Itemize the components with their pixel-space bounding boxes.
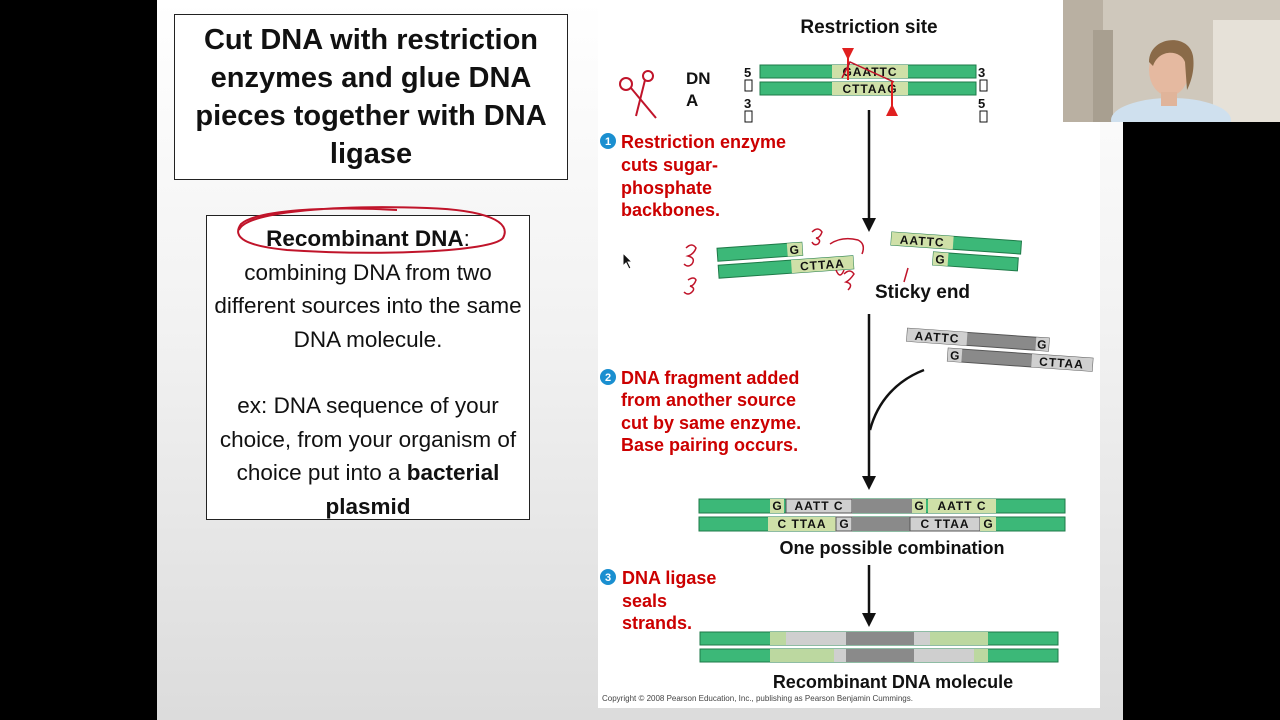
svg-text:AATTC: AATTC xyxy=(899,233,945,250)
webcam-overlay xyxy=(1063,0,1280,122)
slide-title-text: Cut DNA with restriction enzymes and glu… xyxy=(195,24,547,170)
svg-text:CTTAA: CTTAA xyxy=(1039,355,1085,372)
handwritten-annotations xyxy=(683,228,909,295)
step1-number: 1 xyxy=(605,136,611,148)
presenter-video xyxy=(1063,0,1280,122)
dna-label-line2: A xyxy=(686,91,698,110)
step1-badge xyxy=(600,133,616,149)
strand-end-5-left: 5 xyxy=(744,65,751,80)
svg-text:AATTC: AATTC xyxy=(914,329,960,346)
combination-label: One possible combination xyxy=(779,538,1004,558)
svg-text:G: G xyxy=(914,499,923,513)
example-text-main: ex: DNA sequence of your choice, from yo… xyxy=(219,393,517,485)
svg-text:G: G xyxy=(950,348,960,363)
annotation-ellipse xyxy=(237,206,506,254)
combination-strands: G AATT C G AATT C C TTAA G C TTAA G xyxy=(698,498,1066,532)
step3-badge xyxy=(600,569,616,585)
step2-text: DNA fragment added from another source c… xyxy=(621,368,806,455)
restriction-site-label: Restriction site xyxy=(800,17,937,38)
recombinant-dna-figure: Restriction site DN A 5 3 3 5 xyxy=(598,0,1100,708)
step3-number: 3 xyxy=(605,572,611,584)
final-label: Recombinant DNA molecule xyxy=(773,672,1013,692)
step2-number: 2 xyxy=(605,372,611,384)
svg-text:G: G xyxy=(983,517,992,531)
strand-end-5-right: 5 xyxy=(978,96,985,111)
svg-text:G: G xyxy=(772,499,781,513)
strand-end-3-left: 3 xyxy=(744,96,751,111)
right-fragment: AATTC G xyxy=(890,231,1023,272)
svg-text:CTTAA: CTTAA xyxy=(800,256,846,273)
copyright-text: Copyright © 2008 Pearson Education, Inc.… xyxy=(602,694,913,703)
step3-text: DNA ligase seals strands. xyxy=(622,568,721,633)
definition-term: Recombinant DNA xyxy=(266,226,464,251)
svg-text:G: G xyxy=(789,243,799,258)
svg-text:G: G xyxy=(935,252,945,267)
svg-text:G: G xyxy=(839,517,848,531)
example-text: ex: DNA sequence of your choice, from yo… xyxy=(207,389,529,523)
strand-end-3-right: 3 xyxy=(978,65,985,80)
svg-text:AATT C: AATT C xyxy=(937,499,986,513)
recombinant-molecule xyxy=(699,631,1059,663)
svg-text:G: G xyxy=(1037,337,1047,352)
svg-text:AATT C: AATT C xyxy=(794,499,843,513)
slide: Cut DNA with restriction enzymes and glu… xyxy=(157,0,1123,720)
top-sequence: GAATTC xyxy=(842,65,897,79)
scissors-icon xyxy=(619,70,657,119)
sticky-end-label: Sticky end xyxy=(875,282,970,303)
dna-label-line1: DN xyxy=(686,69,711,88)
definition-colon: : xyxy=(463,226,470,251)
left-fragment: G CTTAA xyxy=(716,241,855,279)
figure-diagram: Restriction site DN A 5 3 3 5 xyxy=(600,17,1094,703)
mouse-cursor-icon xyxy=(622,252,634,270)
bottom-sequence: CTTAAG xyxy=(842,82,897,96)
svg-text:C TTAA: C TTAA xyxy=(777,517,826,531)
svg-text:C TTAA: C TTAA xyxy=(920,517,969,531)
definition-box: Recombinant DNA: combining DNA from two … xyxy=(206,215,530,520)
definition-text: combining DNA from two different sources… xyxy=(214,259,522,352)
step2-badge xyxy=(600,369,616,385)
definition-heading: Recombinant DNA: xyxy=(207,222,529,256)
foreign-fragment: AATTC G G CTTAA xyxy=(906,327,1094,372)
example-bold: bacterial plasmid xyxy=(325,460,500,519)
slide-title: Cut DNA with restriction enzymes and glu… xyxy=(174,14,568,180)
step1-text: Restriction enzyme cuts sugar- phosphate… xyxy=(621,132,791,220)
